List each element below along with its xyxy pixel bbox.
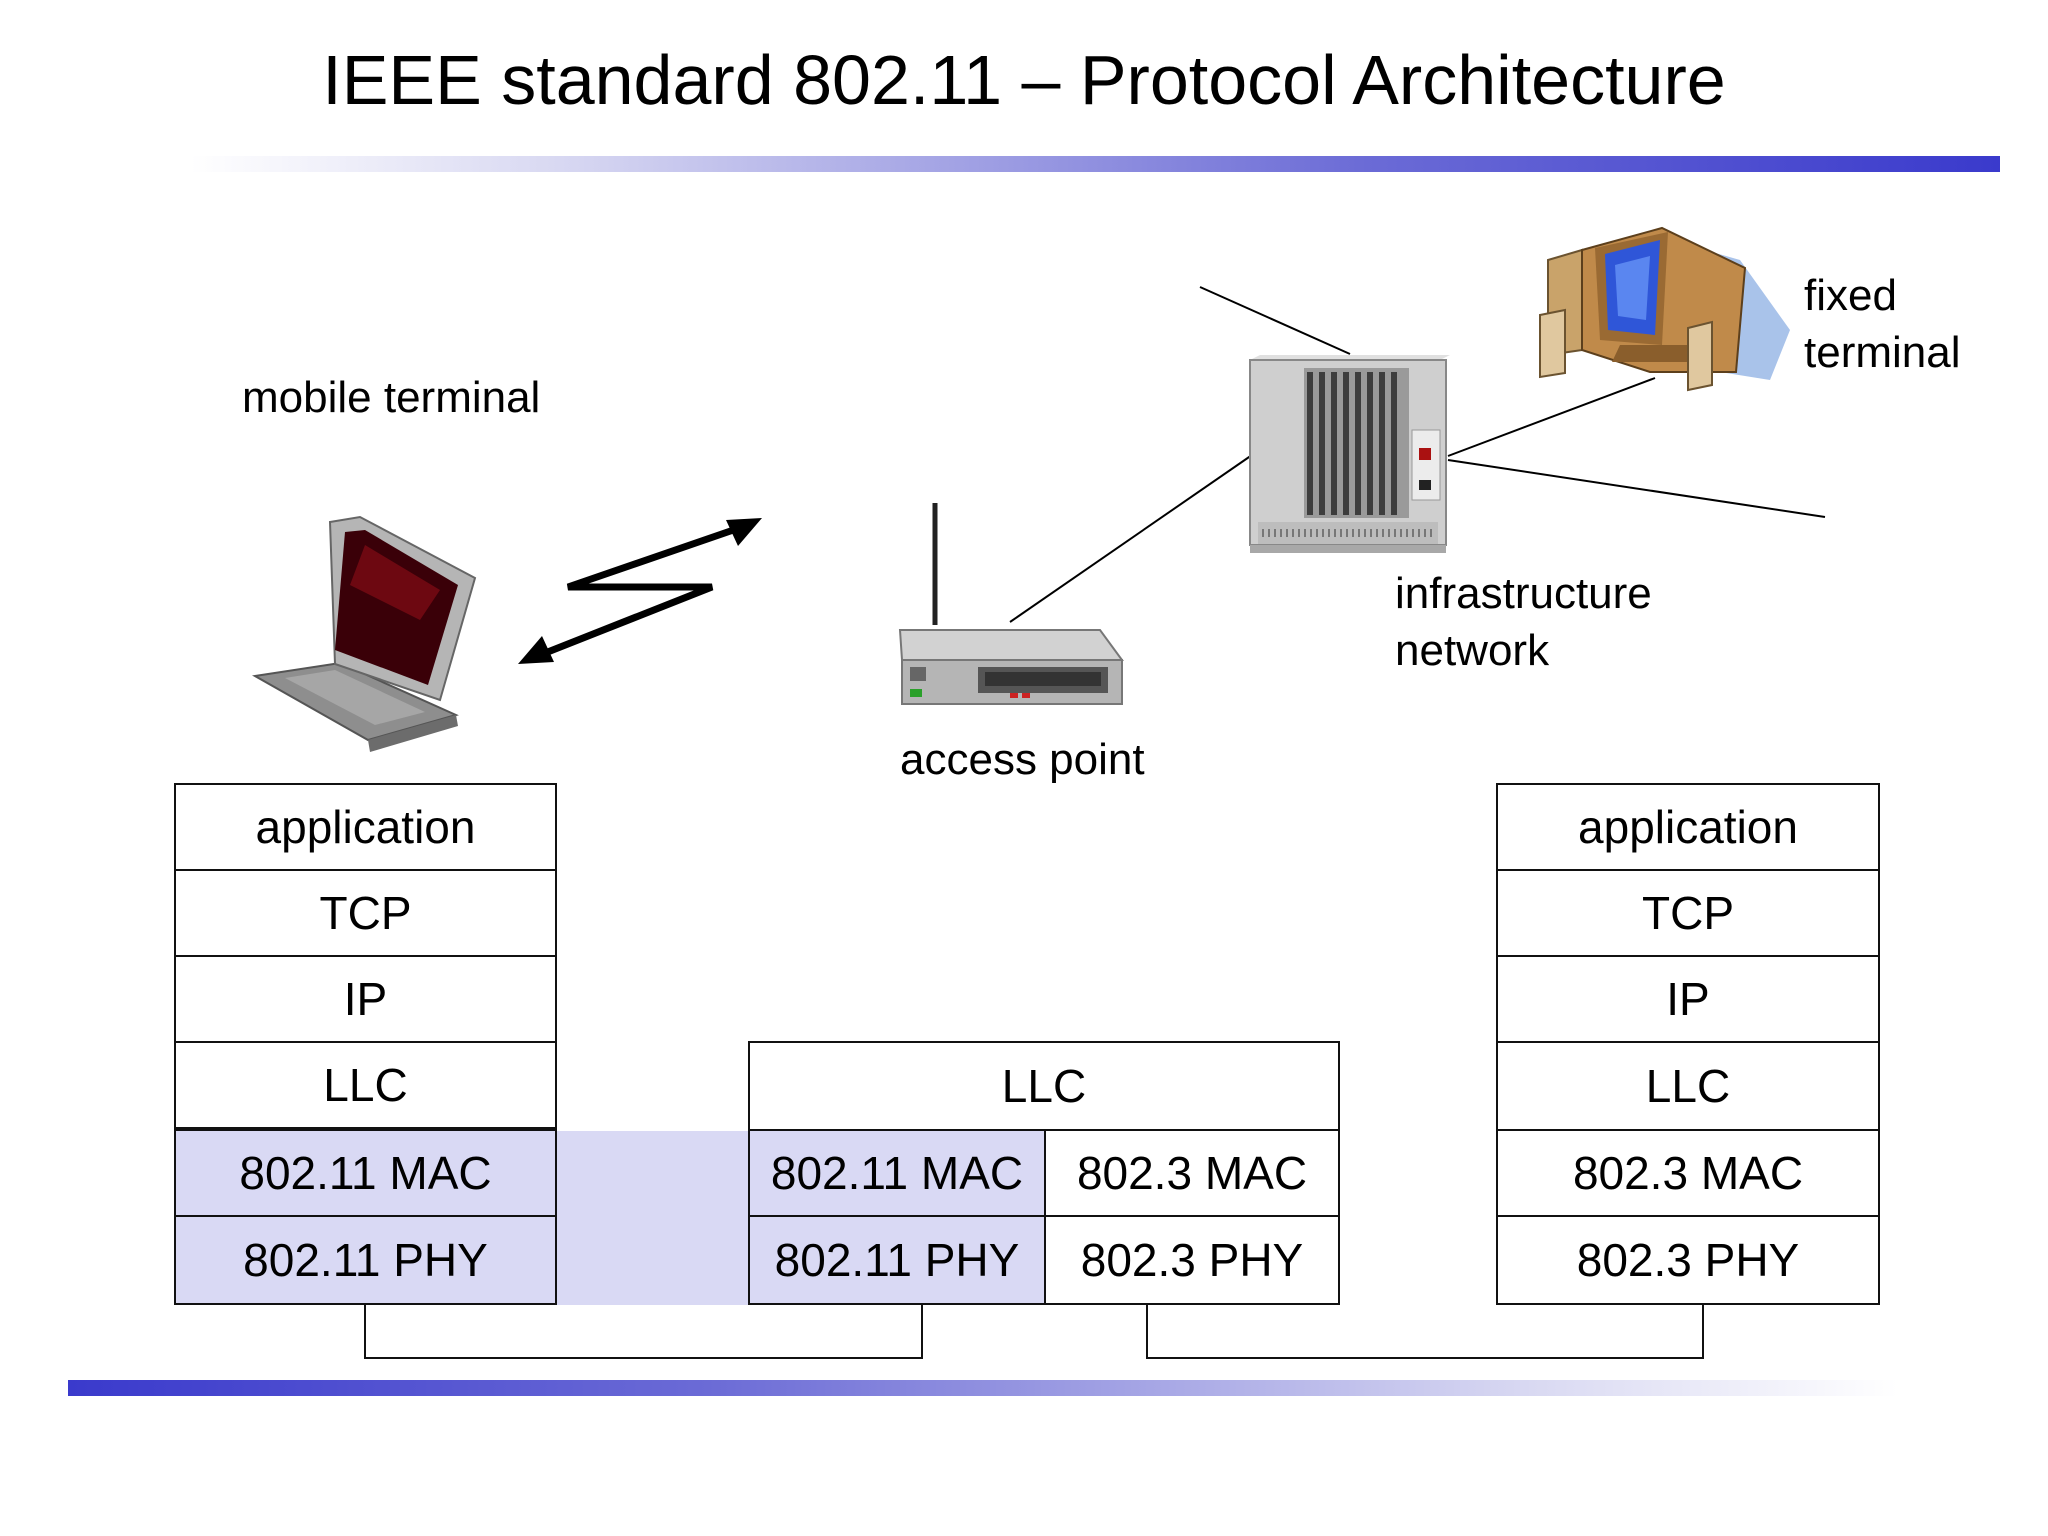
mobile-layer-80211-mac: 802.11 MAC [174,1129,557,1217]
mobile-terminal-label: mobile terminal [242,373,541,422]
mobile-layer-llc: LLC [174,1041,557,1129]
infrastructure-link-line-2 [1447,459,1826,518]
ap-layer-80211-phy: 802.11 PHY [748,1215,1046,1305]
desktop-computer-icon [1539,226,1790,392]
fixed-layer-tcp: TCP [1496,869,1880,957]
top-accent-bar [190,156,2000,172]
fixed-terminal-link-line [1447,377,1656,457]
infrastructure-rack-icon [1249,355,1450,553]
fixed-layer-llc: LLC [1496,1041,1880,1131]
ap-uplink-line [1009,454,1253,623]
infrastructure-label-line1: infrastructure [1395,569,1652,618]
fixed-terminal-label-line2: terminal [1804,328,1961,377]
wireless-link-icon [518,518,762,664]
access-point-icon [898,503,1124,705]
fixed-layer-8023-phy: 802.3 PHY [1496,1215,1880,1305]
mobile-layer-tcp: TCP [174,869,557,957]
wireless-medium-connector [364,1305,923,1359]
wired-medium-connector [1146,1305,1704,1359]
infrastructure-label-line2: network [1395,626,1550,675]
laptop-icon [251,515,477,752]
fixed-layer-8023-mac: 802.3 MAC [1496,1129,1880,1217]
fixed-terminal-label-line1: fixed [1804,271,1897,320]
infrastructure-link-line [1199,286,1351,355]
mobile-layer-80211-phy: 802.11 PHY [174,1215,557,1305]
ap-layer-llc: LLC [748,1041,1340,1131]
ap-layer-80211-mac: 802.11 MAC [748,1129,1046,1217]
ap-layer-8023-mac: 802.3 MAC [1044,1129,1340,1217]
ap-layer-8023-phy: 802.3 PHY [1044,1215,1340,1305]
slide-title: IEEE standard 802.11 – Protocol Architec… [322,41,1726,119]
fixed-layer-application: application [1496,783,1880,871]
access-point-label: access point [900,735,1145,784]
wireless-medium-band [556,1131,750,1305]
bottom-accent-bar [68,1380,1898,1396]
